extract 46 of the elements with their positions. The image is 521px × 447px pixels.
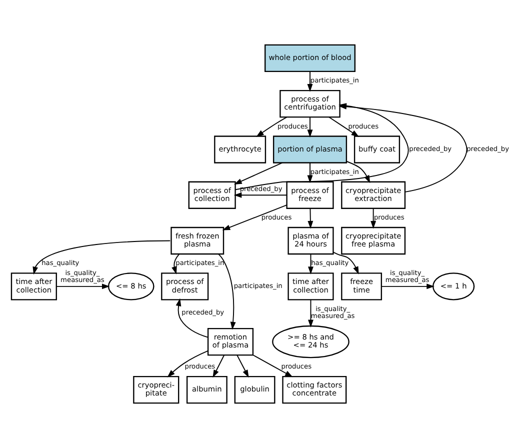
node-box: fresh frozen plasma <box>170 226 224 254</box>
node-box: cryoprecipitate free plasma <box>341 226 406 254</box>
arrow <box>236 354 249 378</box>
node-box: cryoprecipitate extraction <box>341 180 406 208</box>
arrow <box>218 253 236 330</box>
node-box: whole portion of blood <box>264 44 356 72</box>
node-ellipse: <= 1 h <box>432 272 475 300</box>
arrow <box>328 116 360 136</box>
arrow <box>32 240 171 274</box>
arrow <box>212 354 225 378</box>
arrow <box>222 204 288 230</box>
node-box: process of collection <box>188 180 236 208</box>
node-box: clotting factors concentrate <box>282 375 347 404</box>
node-box: globulin <box>234 375 276 404</box>
arrow <box>381 283 434 289</box>
node-box: buffy coat <box>354 135 400 163</box>
arrow <box>307 162 313 183</box>
arrow <box>308 207 314 228</box>
arrow <box>176 298 208 338</box>
node-box: cryopreci- pitate <box>133 375 180 404</box>
node-ellipse: >= 8 hs and <= 24 hs <box>272 324 350 358</box>
arrow <box>308 253 314 274</box>
node-ellipse: <= 8 hs <box>108 272 154 300</box>
arrow <box>307 116 313 137</box>
arrow <box>167 350 208 377</box>
node-box: time after collection <box>288 272 334 300</box>
arrow <box>234 192 288 198</box>
arrow <box>307 70 313 92</box>
node-box: time after collection <box>10 272 57 300</box>
arrow <box>256 116 288 136</box>
arrow <box>332 251 359 274</box>
arrow <box>234 162 283 184</box>
node-box: plasma of 24 hours <box>288 226 334 254</box>
arrow <box>370 207 376 228</box>
arrow <box>308 298 314 328</box>
node-box: process of defrost <box>161 272 209 300</box>
arrow <box>252 354 293 377</box>
arrow <box>172 253 180 274</box>
node-box: freeze time <box>341 272 382 300</box>
node-box: process of centrifugation <box>280 90 340 118</box>
arrow <box>56 283 110 289</box>
node-box: remotion of plasma <box>207 327 254 356</box>
node-box: albumin <box>186 375 228 404</box>
node-box: erythrocyte <box>214 135 266 163</box>
node-box: process of freeze <box>286 180 334 208</box>
node-box: portion of plasma <box>272 135 348 163</box>
